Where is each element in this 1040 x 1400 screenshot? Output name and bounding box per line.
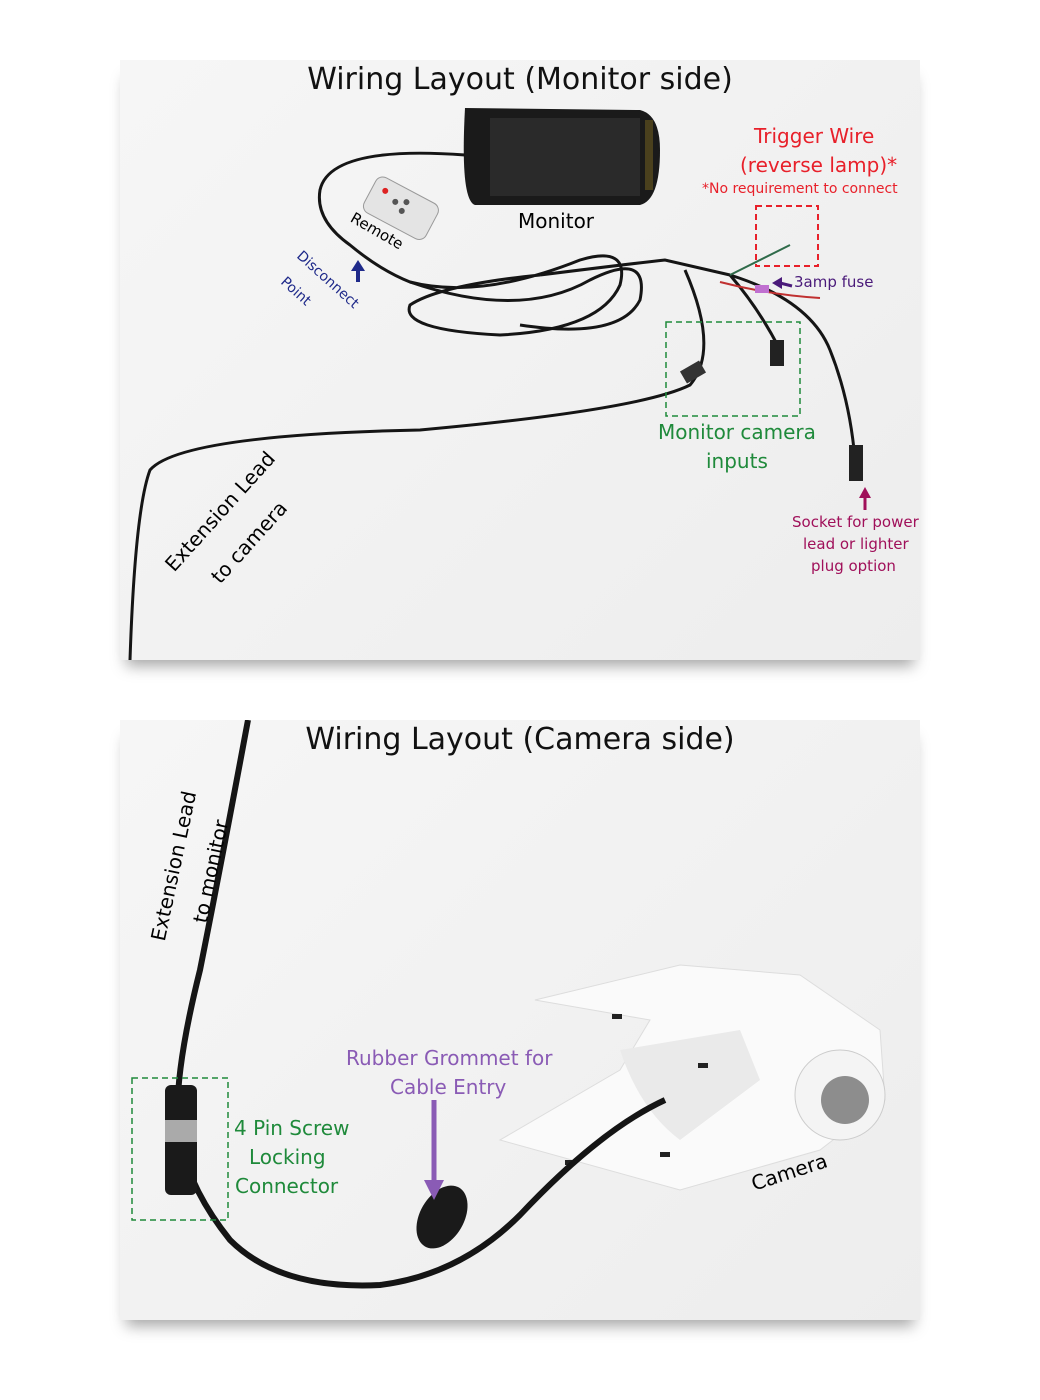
connector-label-1: 4 Pin Screw: [234, 1116, 350, 1140]
monitor-side-photo: [128, 108, 871, 660]
camera-bracket-image: [498, 964, 886, 1191]
trigger-label-2: (reverse lamp)*: [740, 153, 898, 177]
connector-label-3: Connector: [235, 1174, 339, 1198]
monitor-side-title: Wiring Layout (Monitor side): [307, 62, 733, 97]
grommet-label-1: Rubber Grommet for: [346, 1046, 553, 1070]
camera-side-title: Wiring Layout (Camera side): [305, 722, 735, 757]
trigger-label-1: Trigger Wire: [754, 124, 875, 148]
monitor-image: [463, 108, 660, 205]
grommet-label-2: Cable Entry: [390, 1075, 507, 1099]
trigger-wire-highlight-box: [755, 205, 819, 267]
camera-side-panel: Wiring Layout (Camera side) Extension Le…: [120, 720, 920, 1320]
inputs-label-1: Monitor camera: [658, 420, 816, 444]
camera-side-photo: [131, 720, 886, 1289]
fuse-label: 3amp fuse: [794, 273, 874, 291]
monitor-side-panel: Wiring Layout (Monitor side) Monitor Rem…: [120, 60, 920, 660]
cables: [128, 151, 857, 660]
inputs-label-2: inputs: [706, 449, 768, 473]
socket-label-2: lead or lighter: [803, 535, 909, 553]
socket-label-1: Socket for power: [792, 513, 919, 531]
connector-highlight-box: [131, 1077, 229, 1221]
monitor-label: Monitor: [518, 209, 595, 233]
cable: [174, 720, 667, 1289]
camera-inputs-highlight-box: [665, 321, 801, 417]
connector-label-2: Locking: [249, 1145, 326, 1169]
trigger-note: *No requirement to connect: [702, 181, 898, 197]
socket-label-3: plug option: [811, 557, 896, 575]
remote-image: [362, 176, 439, 241]
grommet-image: [416, 1185, 468, 1249]
